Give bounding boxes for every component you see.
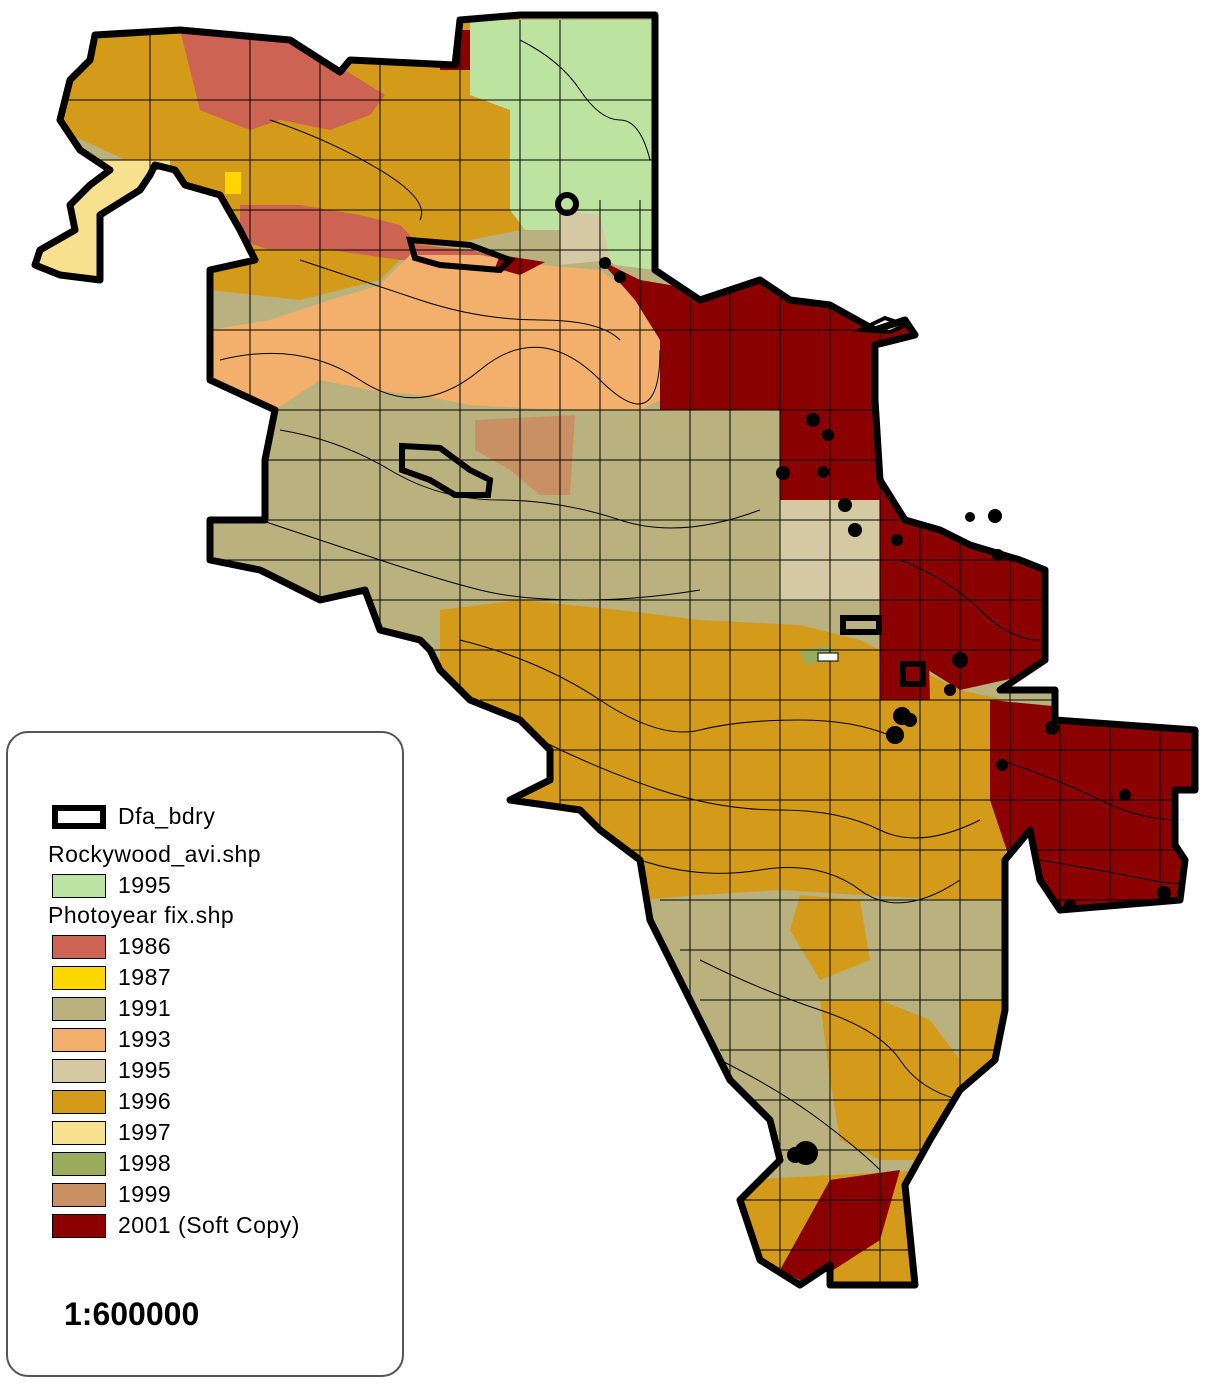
legend-row-1997: 1997 [8, 1119, 402, 1149]
legend-row-2001: 2001 (Soft Copy) [8, 1212, 402, 1242]
legend-layer2-title: Photoyear fix.shp [48, 902, 235, 928]
inner-hole [817, 652, 839, 662]
boundary-swatch [52, 805, 106, 829]
scale-label: 1:600000 [64, 1296, 200, 1332]
legend-swatch [52, 1090, 106, 1114]
legend-label: 1993 [118, 1026, 172, 1052]
legend-row-1986: 1986 [8, 933, 402, 963]
legend-row-1993: 1993 [8, 1026, 402, 1056]
dfa-boundary-inner [399, 192, 926, 687]
legend-swatch [52, 1152, 106, 1176]
legend-swatch [52, 874, 106, 898]
legend-row-rockywood-1995: 1995 [8, 872, 402, 902]
dfa-outer-boundary [31, 11, 1199, 1289]
legend-swatch [52, 1183, 106, 1207]
legend-swatch [52, 1214, 106, 1238]
legend-swatch [52, 997, 106, 1021]
legend-row-1987: 1987 [8, 964, 402, 994]
legend-label: 1999 [118, 1181, 172, 1207]
legend-label-boundary: Dfa_bdry [118, 803, 216, 829]
legend-row-1995: 1995 [8, 1057, 402, 1087]
legend-swatch [52, 966, 106, 990]
legend-label: 1991 [118, 995, 172, 1021]
legend-label: 1987 [118, 964, 172, 990]
legend-label: 2001 (Soft Copy) [118, 1212, 300, 1238]
legend-label: 1986 [118, 933, 172, 959]
legend-label: 1998 [118, 1150, 172, 1176]
legend-swatch [52, 1028, 106, 1052]
legend-label: 1995 [118, 1057, 172, 1083]
legend-swatch [52, 935, 106, 959]
legend-swatch [52, 1059, 106, 1083]
legend-row-boundary: Dfa_bdry [8, 803, 402, 833]
legend-row-1996: 1996 [8, 1088, 402, 1118]
dfa-boundary-dots [599, 257, 1171, 1165]
legend-layer1-title: Rockywood_avi.shp [48, 841, 262, 867]
legend-label: 1997 [118, 1119, 172, 1145]
legend-swatch [52, 1121, 106, 1145]
legend-label: 1996 [118, 1088, 172, 1114]
legend-row-1991: 1991 [8, 995, 402, 1025]
legend-row-1998: 1998 [8, 1150, 402, 1180]
legend-row-1999: 1999 [8, 1181, 402, 1211]
legend-label: 1995 [118, 872, 172, 898]
map-legend: Dfa_bdry Rockywood_avi.shp 1995 Photoyea… [6, 731, 404, 1377]
stand-grid-lines [60, 20, 1195, 1285]
